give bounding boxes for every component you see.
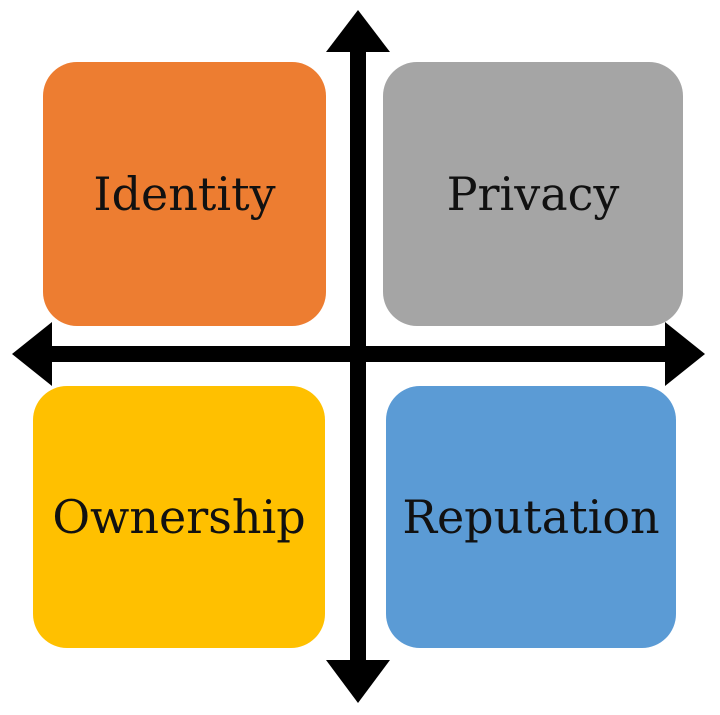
arrow-right-icon: [665, 322, 705, 386]
quadrant-reputation: Reputation: [386, 386, 676, 648]
quadrant-label: Ownership: [52, 490, 306, 544]
arrow-down-icon: [326, 660, 390, 703]
horizontal-axis: [45, 346, 670, 362]
quadrant-label: Identity: [93, 167, 276, 221]
quadrant-identity: Identity: [43, 62, 326, 326]
arrow-left-icon: [12, 322, 52, 386]
quadrant-label: Privacy: [446, 167, 620, 221]
quadrant-label: Reputation: [402, 490, 660, 544]
quadrant-ownership: Ownership: [33, 386, 325, 648]
arrow-up-icon: [326, 10, 390, 52]
quadrant-privacy: Privacy: [383, 62, 683, 326]
